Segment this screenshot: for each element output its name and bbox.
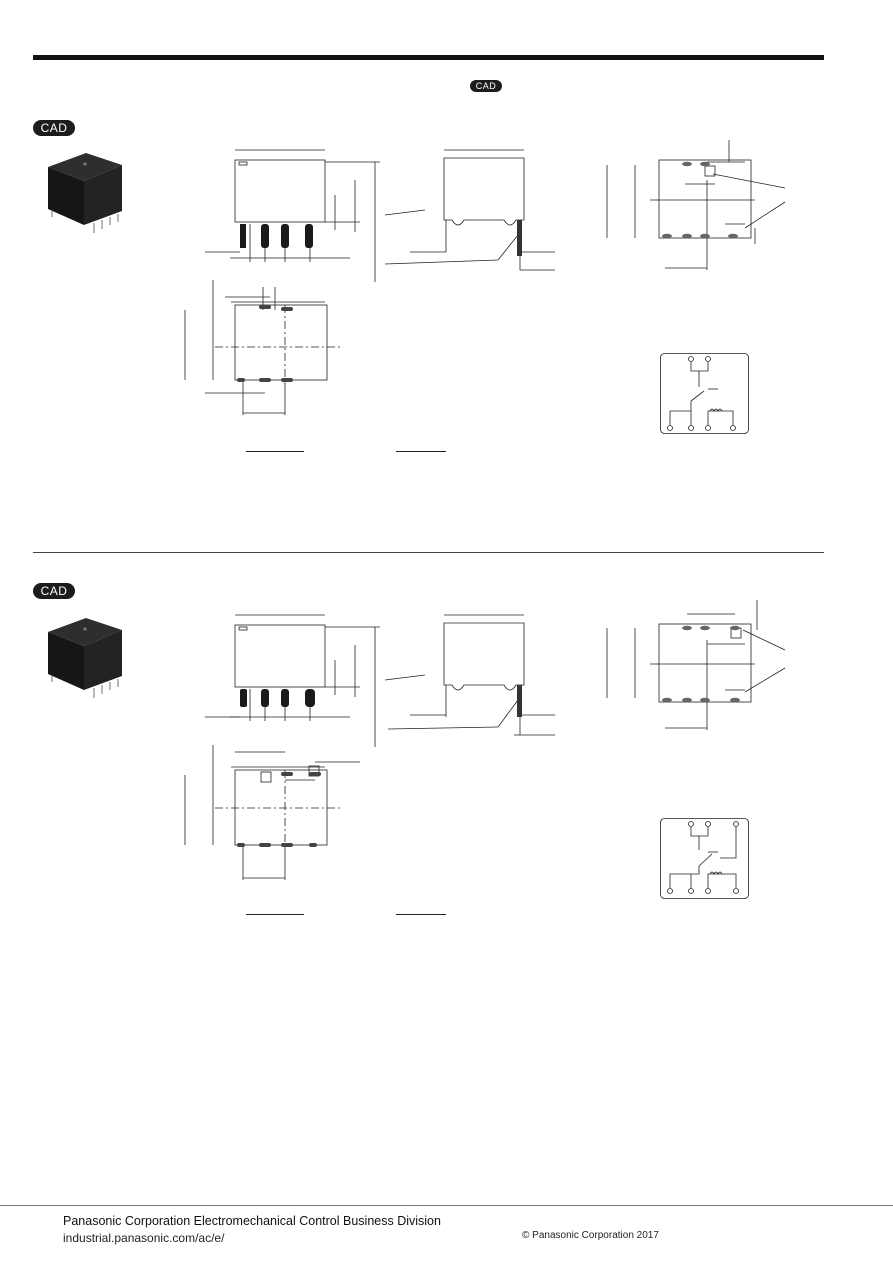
schematic-diagram-2: [660, 818, 749, 899]
cad-download-badge-header[interactable]: CAD: [470, 80, 502, 92]
caption-underline-2a: [246, 914, 304, 915]
caption-underline-2b: [396, 914, 446, 915]
bottom-view-drawing-1: [184, 280, 340, 415]
pcb-pattern-drawing-2: [606, 600, 786, 730]
footer-rule: [0, 1205, 893, 1206]
caption-underline-1a: [246, 451, 304, 452]
footer-copyright: © Panasonic Corporation 2017: [522, 1230, 659, 1241]
side-view-drawing-1: [384, 149, 555, 271]
section-divider: [33, 552, 824, 553]
relay-product-photo-2: [48, 618, 122, 698]
footer-company-name: Panasonic Corporation Electromechanical …: [63, 1214, 441, 1228]
schematic-diagram-1: [660, 353, 749, 434]
side-view-drawing-2: [387, 614, 555, 736]
bottom-view-drawing-2: [184, 745, 360, 880]
front-view-drawing-2: [205, 614, 426, 747]
footer-website-link[interactable]: industrial.panasonic.com/ac/e/: [63, 1231, 225, 1245]
caption-underline-1b: [396, 451, 446, 452]
pcb-pattern-drawing-1: [606, 140, 786, 270]
header-rule: [33, 55, 824, 60]
front-view-drawing-1: [205, 149, 426, 282]
cad-download-badge-section-2[interactable]: CAD: [33, 583, 75, 599]
cad-download-badge-section-1[interactable]: CAD: [33, 120, 75, 136]
relay-product-photo-1: [48, 153, 122, 233]
